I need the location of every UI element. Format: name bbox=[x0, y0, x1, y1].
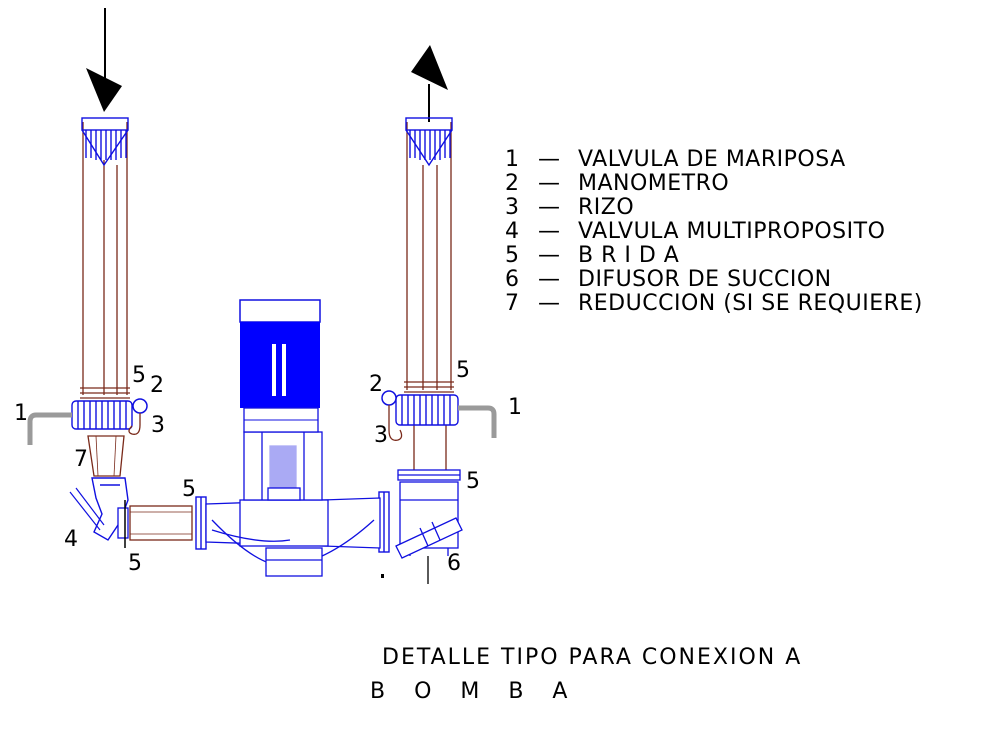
legend-item: 4 — VALVULA MULTIPROPOSITO bbox=[505, 219, 885, 244]
callout-valve-right: 1 bbox=[508, 395, 522, 420]
suction-flange-top bbox=[80, 387, 130, 399]
legend-item-number: 4 bbox=[505, 219, 520, 244]
pigtail-siphon-right bbox=[388, 405, 403, 441]
suction-pipe bbox=[82, 122, 128, 395]
callout-flange-right-top: 5 bbox=[456, 358, 470, 383]
legend-item-number: 2 bbox=[505, 171, 520, 196]
butterfly-valve-left bbox=[71, 400, 133, 430]
legend-item-text: REDUCCION (SI SE REQUIERE) bbox=[578, 291, 923, 316]
legend-item-dash: — bbox=[538, 171, 561, 196]
valve-handle-right bbox=[458, 405, 497, 438]
callout-pigtail-right: 3 bbox=[374, 423, 388, 448]
suction-horizontal-pipe bbox=[117, 500, 193, 548]
pump-casing bbox=[205, 497, 381, 577]
legend-item: 2 — MANOMETRO bbox=[505, 171, 729, 196]
legend-item-dash: — bbox=[538, 267, 561, 292]
callout-pigtail-left: 3 bbox=[151, 413, 165, 438]
suction-pipe-top-cap bbox=[81, 117, 129, 167]
legend-item-number: 1 bbox=[505, 147, 520, 172]
pump-motor-stand bbox=[243, 431, 323, 501]
callout-gauge-left: 2 bbox=[150, 373, 164, 398]
callout-flange-left-bottom: 5 bbox=[128, 551, 142, 576]
pressure-gauge-left bbox=[132, 398, 148, 414]
legend-item-number: 3 bbox=[505, 195, 520, 220]
legend-item-number: 7 bbox=[505, 291, 520, 316]
discharge-pipe-top-cap bbox=[405, 117, 453, 167]
callout-pump-inlet-flange: 5 bbox=[182, 477, 196, 502]
legend-item: 3 — RIZO bbox=[505, 195, 634, 220]
legend-item-number: 5 bbox=[505, 243, 520, 268]
legend-item-dash: — bbox=[538, 291, 561, 316]
callout-flange-left-top: 5 bbox=[132, 363, 146, 388]
reducer-left bbox=[87, 435, 125, 477]
legend-item: 5 — B R I D A bbox=[505, 243, 679, 268]
pressure-gauge-right bbox=[381, 390, 397, 406]
drain-dot bbox=[381, 574, 384, 578]
butterfly-valve-right bbox=[395, 394, 459, 426]
legend-item: 6 — DIFUSOR DE SUCCION bbox=[505, 267, 832, 292]
legend-item-dash: — bbox=[538, 243, 561, 268]
multipurpose-valve bbox=[69, 477, 129, 541]
legend-item-text: RIZO bbox=[578, 195, 634, 220]
legend-item-dash: — bbox=[538, 219, 561, 244]
callout-flange-right-bottom: 5 bbox=[466, 469, 480, 494]
outlet-flow-arrow bbox=[411, 45, 448, 122]
discharge-flange-bottom bbox=[397, 469, 461, 481]
pump-motor bbox=[239, 299, 321, 433]
suction-diffuser bbox=[395, 481, 463, 559]
discharge-pipe bbox=[406, 122, 452, 470]
callout-multipurpose-valve: 4 bbox=[64, 527, 78, 552]
caption-line-2: B O M B A bbox=[370, 679, 569, 704]
callout-reducer-left: 7 bbox=[74, 447, 88, 472]
inlet-flow-arrow bbox=[86, 8, 122, 112]
legend-item: 1 — VALVULA DE MARIPOSA bbox=[505, 147, 846, 172]
caption-line-1: DETALLE TIPO PARA CONEXION A bbox=[382, 645, 802, 670]
legend-item-text: DIFUSOR DE SUCCION bbox=[578, 267, 832, 292]
callout-suction-diffuser: 6 bbox=[447, 551, 461, 576]
valve-handle-left bbox=[27, 412, 72, 445]
pigtail-siphon-left bbox=[128, 413, 141, 435]
legend-item-text: MANOMETRO bbox=[578, 171, 729, 196]
pump-inlet-flange bbox=[195, 496, 207, 550]
discharge-flange-top bbox=[404, 381, 454, 393]
legend-item-text: VALVULA DE MARIPOSA bbox=[578, 147, 846, 172]
legend-item-text: B R I D A bbox=[578, 243, 679, 268]
callout-valve-left: 1 bbox=[14, 401, 28, 426]
legend-item-number: 6 bbox=[505, 267, 520, 292]
legend-item-text: VALVULA MULTIPROPOSITO bbox=[578, 219, 885, 244]
legend-item-dash: — bbox=[538, 147, 561, 172]
legend: 1 — VALVULA DE MARIPOSA 2 — MANOMETRO 3 … bbox=[505, 147, 923, 316]
callout-gauge-right: 2 bbox=[369, 372, 383, 397]
legend-item-dash: — bbox=[538, 195, 561, 220]
legend-item: 7 — REDUCCION (SI SE REQUIERE) bbox=[505, 291, 923, 316]
